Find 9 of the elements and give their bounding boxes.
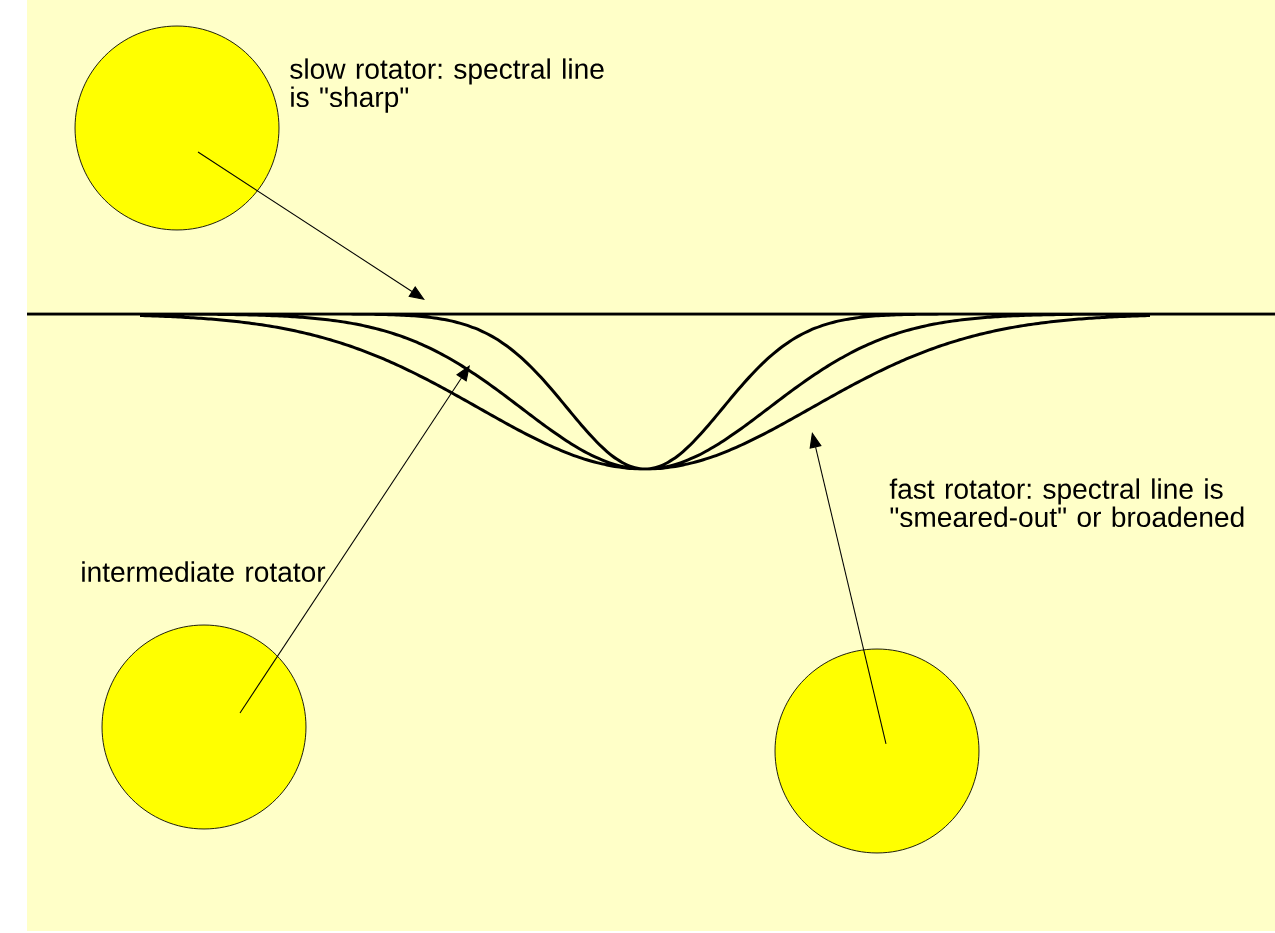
arrow bbox=[809, 432, 887, 745]
rotator-circle bbox=[74, 25, 280, 231]
arrow bbox=[197, 151, 425, 300]
label-text: slow rotator: spectral line is "sharp" bbox=[290, 58, 604, 113]
label-text: intermediate rotator bbox=[82, 561, 326, 582]
rotator-circle bbox=[101, 624, 307, 830]
rotator-circle bbox=[774, 648, 980, 854]
label-text: fast rotator: spectral line is "smeared-out" or broadened bbox=[889, 478, 1244, 528]
arrow bbox=[239, 365, 470, 714]
